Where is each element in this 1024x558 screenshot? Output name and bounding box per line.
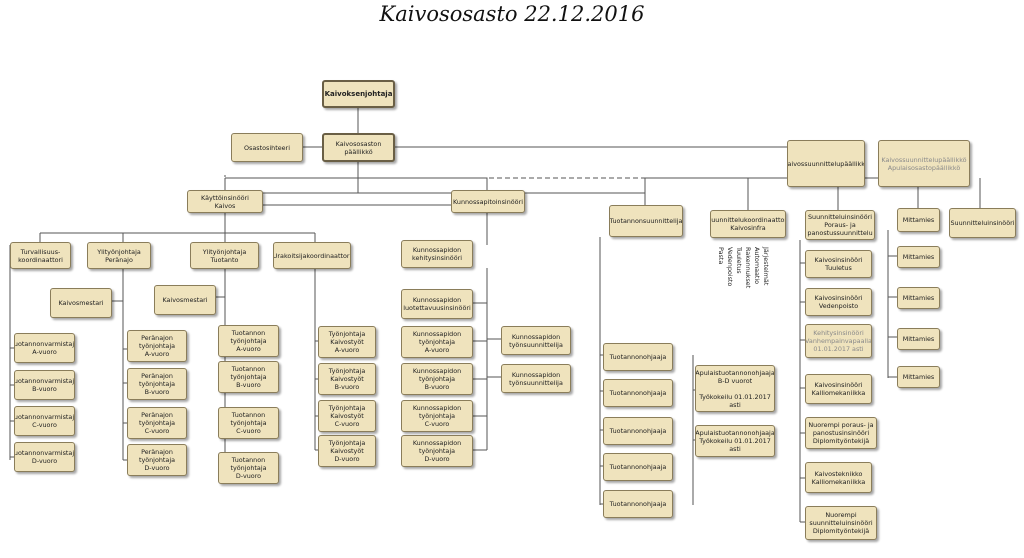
box-tuotannonvarmistaja-a: Tuotannonvarmistaja A-vuoro <box>14 333 75 363</box>
box-tuotannonohjaaja-1: Tuotannonohjaaja <box>603 343 673 371</box>
box-kayttoinsinoori: Käyttöinsinööri Kaivos <box>187 190 263 213</box>
box-kaivosinsinoori-vedenpoisto: Kaivosinsinööri Vedenpoisto <box>805 288 872 316</box>
box-tyonjohtaja-kaivostyot-a: Työnjohtaja Kaivostyöt A-vuoro <box>318 326 376 358</box>
page-title: Kaivososasto 22.12.2016 <box>379 2 645 26</box>
box-kaivosmestari-1: Kaivosmestari <box>50 288 112 318</box>
box-kaivososaston-paallikko: Kaivososaston päällikkö <box>322 133 395 162</box>
box-turvallisuuskoordinaattori: Turvallisuus- koordinaattori <box>10 242 71 269</box>
box-tuotannon-tyonjohtaja-b: Tuotannon työnjohtaja B-vuoro <box>218 361 279 393</box>
box-apulaistuotannonohjaaja-2: Apulaistuotannonohjaaja Työkokeilu 01.01… <box>695 425 775 457</box>
box-tuotannon-tyonjohtaja-c: Tuotannon työnjohtaja C-vuoro <box>218 407 279 439</box>
box-tuotannonohjaaja-3: Tuotannonohjaaja <box>603 417 673 445</box>
box-kunnossapidon-tyonjohtaja-b: Kunnossapidon työnjohtaja B-vuoro <box>401 363 473 395</box>
box-apulaistuotannonohjaaja-bd: Apulaistuotannonohjaaja B-D vuorot Työko… <box>695 365 775 412</box>
box-kunnossapidon-tyonjohtaja-c: Kunnossapidon työnjohtaja C-vuoro <box>401 400 473 432</box>
box-ylityonjohtaja-tuotanto: Ylityönjohtaja Tuotanto <box>190 242 259 269</box>
box-peranajon-tyonjohtaja-d: Peränajon työnjohtaja D-vuoro <box>127 444 187 476</box>
box-kaivosinsinoori-tuuletus: Kaivosinsinööri Tuuletus <box>805 250 872 278</box>
box-kaivossuunnittelupaallikko-apulainen: Kaivossuunnittelupäällikkö Apulaisosasto… <box>878 140 970 187</box>
box-kaivosinsinoori-kalliomekaniikka: Kaivosinsinööri Kalliomekaniikka <box>805 374 872 404</box>
box-mittamies-1: Mittamies <box>897 208 940 232</box>
box-suunnitteluinsinoori: Suunnitteluinsinööri <box>949 208 1016 238</box>
box-kunnossapitoinsinoori: Kunnossapitoinsinööri <box>451 190 525 213</box>
box-kaivossuunnittelupaallikko: Kaivossuunnittelupäällikkö <box>787 140 865 187</box>
box-kehitysinsinoori: Kehitysinsinööri Vanhempainvapaalla 01.0… <box>805 324 872 358</box>
box-tyonjohtaja-kaivostyot-d: Työnjohtaja Kaivostyöt D-vuoro <box>318 435 376 467</box>
box-tuotannonvarmistaja-c: Tuotannonvarmistaja C-vuoro <box>14 406 75 436</box>
box-kunnossapidon-tyonsuunnittelija-2: Kunnossapidon työnsuunnittelija <box>501 364 571 393</box>
box-tyonjohtaja-kaivostyot-b: Työnjohtaja Kaivostyöt B-vuoro <box>318 363 376 395</box>
box-tyonjohtaja-kaivostyot-c: Työnjohtaja Kaivostyöt C-vuoro <box>318 400 376 432</box>
box-mittamies-5: Mittamies <box>897 366 940 388</box>
box-tuotannonvarmistaja-d: Tuotannonvarmistaja D-vuoro <box>14 442 75 472</box>
box-peranajon-tyonjohtaja-a: Peränajon työnjohtaja A-vuoro <box>127 330 187 362</box>
box-tuotannonvarmistaja-b: Tuotannonvarmistaja B-vuoro <box>14 370 75 400</box>
box-tuotannonsuunnittelija: Tuotannonsuunnittelija <box>609 205 683 237</box>
box-kaivoksenjohtaja: Kaivoksenjohtaja <box>322 80 395 108</box>
box-osastosihteeri: Osastosihteeri <box>231 133 303 162</box>
text-infra-list: Järjestelmät Automaatio Rakennukset Tuul… <box>717 247 770 289</box>
box-peranajon-tyonjohtaja-b: Peränajon työnjohtaja B-vuoro <box>127 368 187 400</box>
box-suunnittelukoordinaattori: Suunnittelukoordinaattori Kaivosinfra <box>710 210 786 238</box>
box-peranajon-tyonjohtaja-c: Peränajon työnjohtaja C-vuoro <box>127 407 187 439</box>
box-kunnossapidon-kehitysinsinoori: Kunnossapidon kehitysinsinööri <box>401 240 473 268</box>
box-mittamies-4: Mittamies <box>897 328 940 350</box>
box-tuotannonohjaaja-4: Tuotannonohjaaja <box>603 453 673 481</box>
box-mittamies-2: Mittamies <box>897 246 940 268</box>
box-kunnossapidon-tyonjohtaja-d: Kunnossapidon työnjohtaja D-vuoro <box>401 435 473 467</box>
box-nuorempi-suunnittelu: Nuorempi suunnitteluinsinööri Diplomityö… <box>805 506 877 540</box>
box-tuotannon-tyonjohtaja-d: Tuotannon työnjohtaja D-vuoro <box>218 452 279 484</box>
box-kunnossapidon-tyonsuunnittelija-1: Kunnossapidon työnsuunnittelija <box>501 326 571 355</box>
box-kaivosmestari-2: Kaivosmestari <box>154 285 216 315</box>
box-tuotannonohjaaja-5: Tuotannonohjaaja <box>603 490 673 518</box>
box-suunnitteluinsinoori-porauspanostus: Suunnitteluinsinööri Poraus- ja panostus… <box>805 210 875 240</box>
box-kunnossapidon-tyonjohtaja-a: Kunnossapidon työnjohtaja A-vuoro <box>401 326 473 358</box>
box-tuotannonohjaaja-2: Tuotannonohjaaja <box>603 379 673 407</box>
box-urakoitsijakoordinaattori: Urakoitsijakoordinaattori <box>273 242 351 269</box>
box-mittamies-3: Mittamies <box>897 287 940 309</box>
box-kunnossapidon-luotettavuusinsinoori: Kunnossapidon luotettavuusinsinööri <box>401 289 473 319</box>
box-kaivosteknikko: Kaivosteknikko Kalliomekaniikka <box>805 462 872 493</box>
box-tuotannon-tyonjohtaja-a: Tuotannon työnjohtaja A-vuoro <box>218 325 279 357</box>
box-nuorempi-poraus: Nuorempi poraus- ja panostusinsinööri Di… <box>805 417 877 449</box>
box-ylityonjohtaja-peranajo: Ylityönjohtaja Peränajo <box>87 242 151 269</box>
